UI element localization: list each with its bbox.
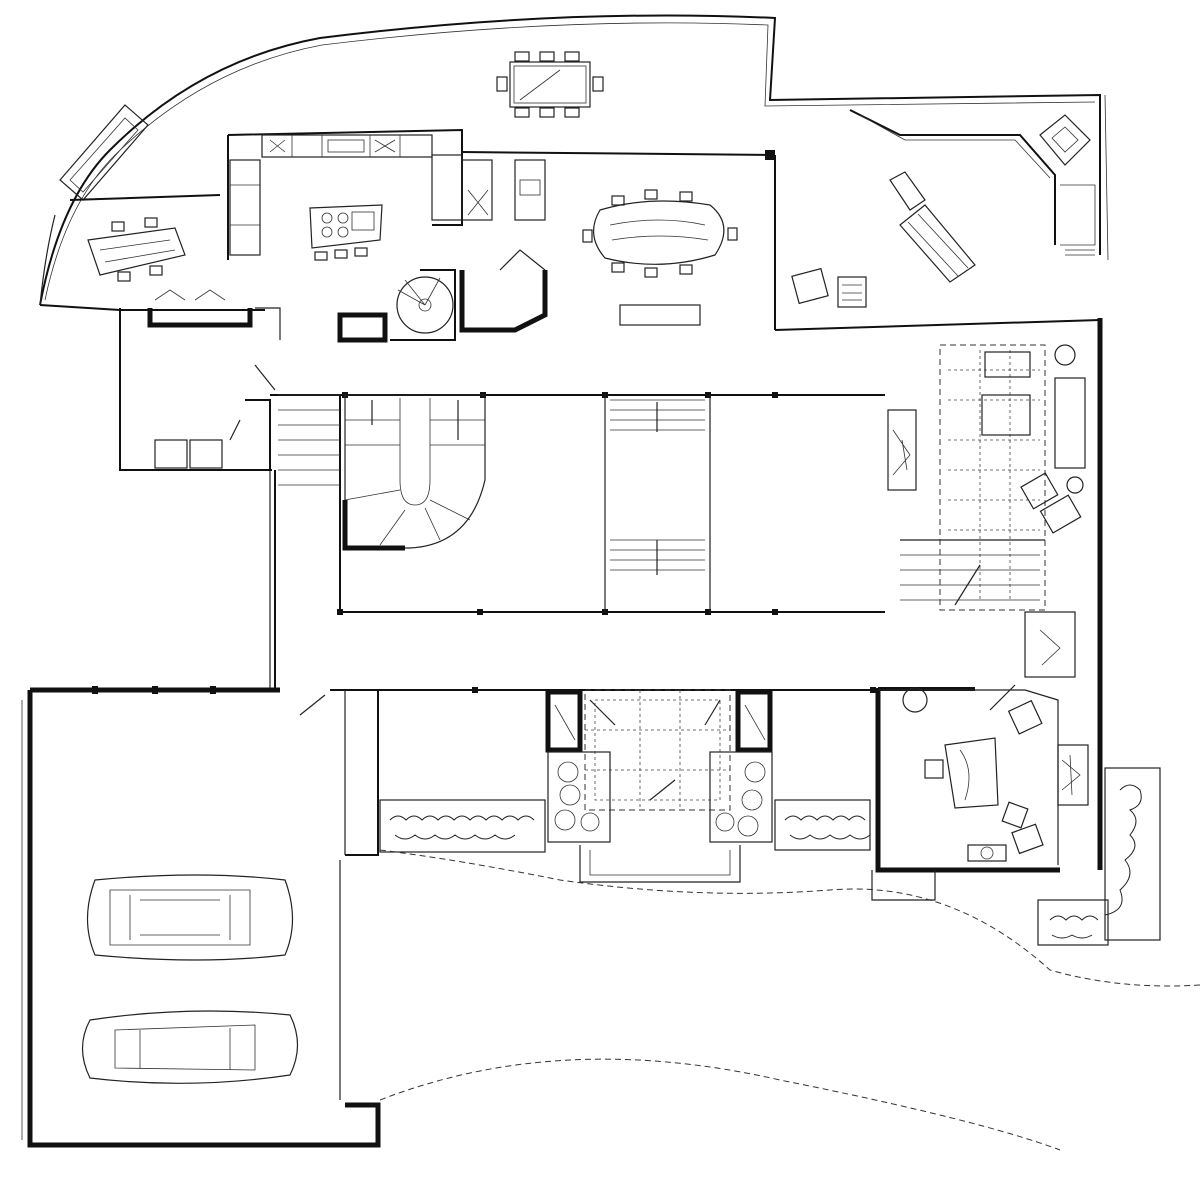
patio-dining-table-icon xyxy=(496,51,604,118)
kitchen-island-icon xyxy=(309,204,383,261)
central-stair-core xyxy=(337,249,548,343)
fire-pit-icon xyxy=(1039,114,1091,166)
car-icon xyxy=(86,874,294,961)
oval-dining-table-icon xyxy=(582,189,738,278)
lounge-chairs-icon xyxy=(791,171,976,308)
breakfast-nook xyxy=(39,194,265,311)
dining-room xyxy=(461,150,776,330)
study xyxy=(871,600,1161,946)
study-fireplace-icon xyxy=(1057,744,1089,806)
deck xyxy=(791,109,1096,308)
front-garden-beds xyxy=(379,799,1200,1151)
car-icon-2 xyxy=(81,1010,299,1084)
curved-stair-icon xyxy=(342,394,486,551)
planter-west-icon xyxy=(547,751,611,843)
sofa-group-icon xyxy=(981,344,1086,534)
fireplace-icon xyxy=(887,409,917,491)
curved-bench xyxy=(59,104,149,201)
desk-icon xyxy=(902,687,1044,862)
planter-east-icon xyxy=(709,751,773,843)
round-table-icon xyxy=(87,217,186,282)
main-hall xyxy=(269,392,885,690)
spiral-stair-icon xyxy=(396,276,454,334)
living-room xyxy=(774,318,1103,611)
terrace-outline xyxy=(39,14,1109,306)
kitchen xyxy=(227,128,546,261)
entry-foyer xyxy=(330,687,975,883)
entry-door-icon xyxy=(584,689,731,811)
garage xyxy=(21,686,381,1148)
west-utility xyxy=(119,307,281,471)
